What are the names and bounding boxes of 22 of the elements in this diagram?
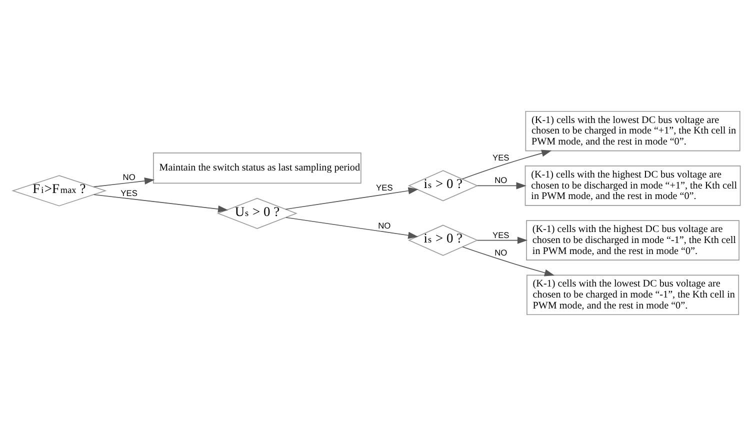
edge-label: NO xyxy=(494,247,508,258)
edge-label: YES xyxy=(376,182,393,193)
node-box: (K-1) cells with the lowest DC bus voltage are chosen to be charged in mode “+1”, the Kth cell in PWM mode, and the rest in mode “0”. xyxy=(525,110,740,152)
arrow xyxy=(93,194,228,213)
edge-label: YES xyxy=(492,230,510,240)
arrow xyxy=(285,187,418,210)
edge-label: YES xyxy=(492,152,510,162)
arrow xyxy=(286,217,418,239)
edge-label: NO xyxy=(122,172,136,182)
node-box: (K-1) cells with the highest DC bus voltage are chosen to be discharged in mode “+1”, the Kth cell in PWM mode, and the rest in mode “0”. xyxy=(524,166,741,206)
arrow xyxy=(462,246,555,276)
arrow xyxy=(476,236,528,244)
edge-label: NO xyxy=(378,220,391,231)
node-box: (K-1) cells with the lowest DC bus voltage are chosen to be charged in mode “-1”, the Kth cell in PWM mode, and the rest in mode “0”. xyxy=(526,274,740,316)
node-diamond: Fi>Fmax ? xyxy=(12,175,107,206)
arrow xyxy=(476,182,526,190)
arrow xyxy=(93,177,155,188)
node-box: (K-1) cells with the highest DC bus voltage are chosen to be discharged in mode “-1”, the Kth cell in PWM mode, and the rest in mode “0”. xyxy=(526,220,740,260)
arrow xyxy=(462,150,552,180)
edge-label: YES xyxy=(120,188,138,198)
node-box: Maintain the switch status as last sampling period xyxy=(153,152,362,184)
edge-label: NO xyxy=(494,175,508,186)
